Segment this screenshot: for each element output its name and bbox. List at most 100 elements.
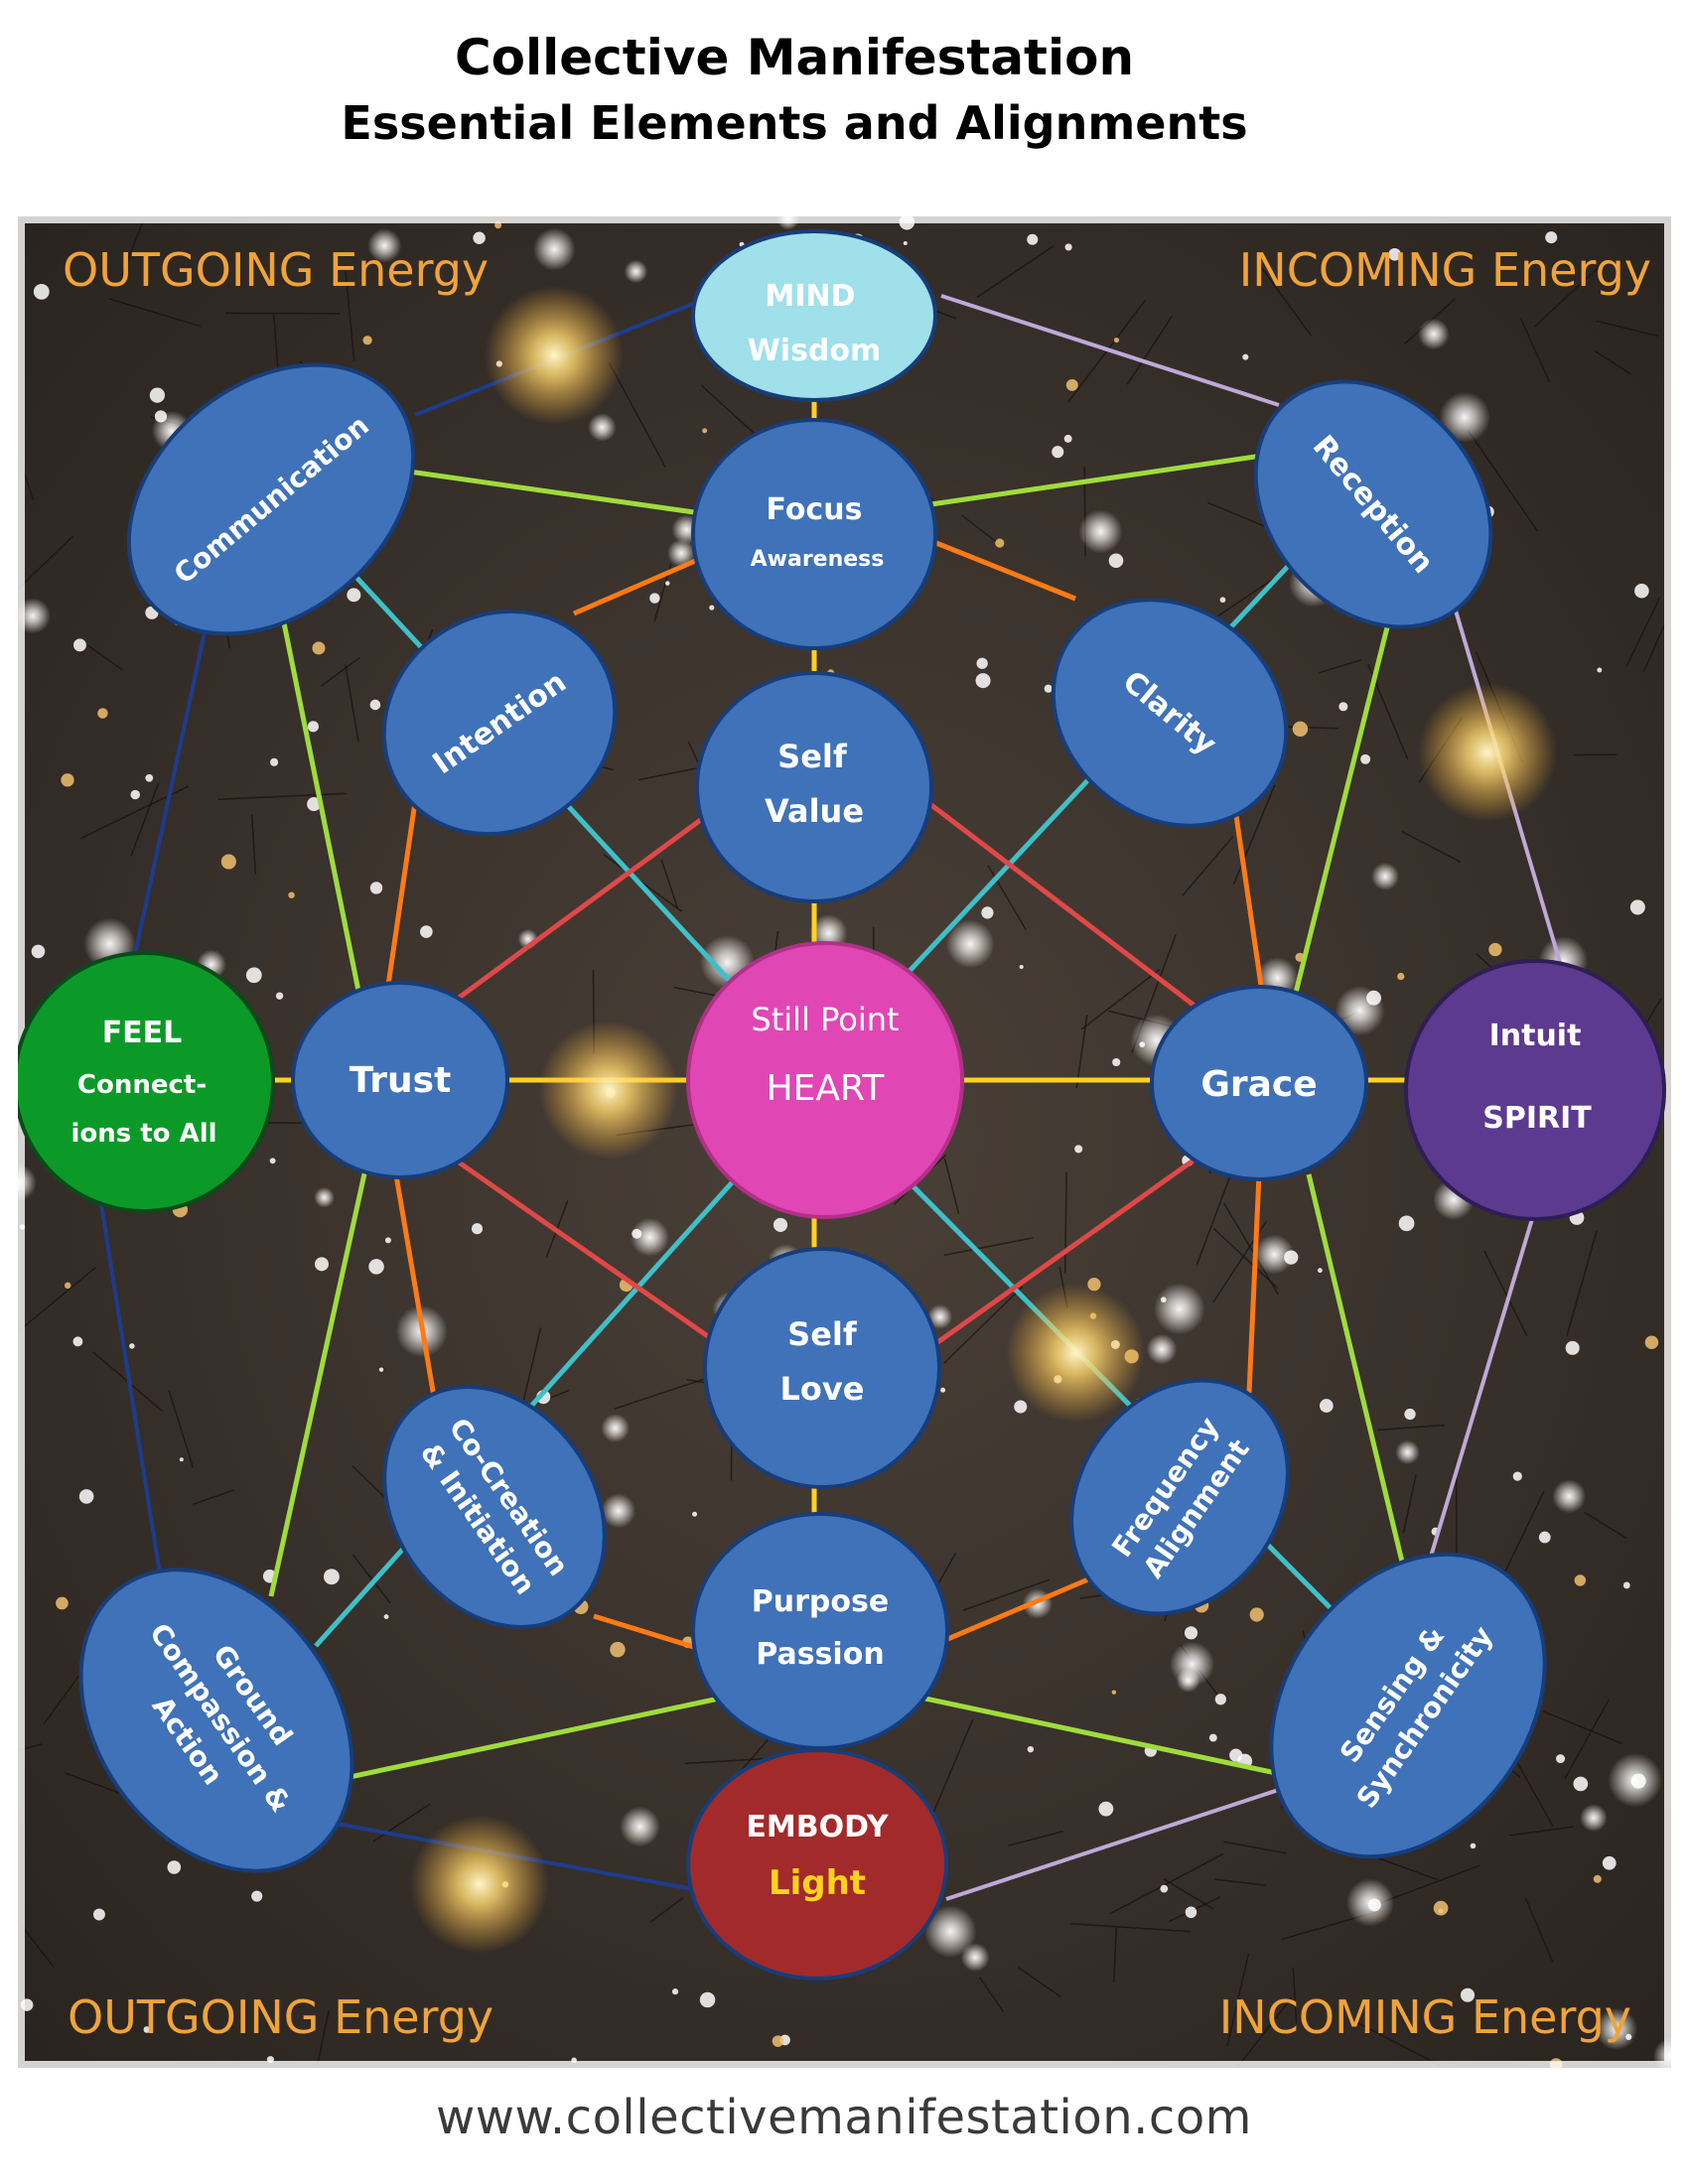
line-grace-frequency: [1246, 1173, 1262, 1394]
line-focus-clarity: [925, 536, 1076, 602]
background-star: [699, 1991, 716, 2008]
background-streak: [121, 218, 145, 276]
background-streak: [1109, 1852, 1224, 1915]
background-streak: [1223, 1841, 1287, 1854]
background-streak: [1594, 349, 1631, 375]
background-star: [649, 593, 660, 604]
background-star: [1552, 1479, 1587, 1514]
node-embody: EMBODY Light: [686, 1748, 948, 1980]
node-heart: Still Point HEART: [686, 941, 964, 1219]
background-star: [945, 919, 995, 969]
background-star: [97, 708, 108, 719]
background-star: [981, 906, 994, 919]
background-star: [1284, 1250, 1299, 1265]
background-star: [368, 1259, 384, 1275]
gold-glow: [1006, 1284, 1145, 1423]
background-streak: [320, 656, 361, 687]
background-star: [620, 1806, 660, 1847]
background-star: [1249, 1607, 1264, 1622]
background-streak: [87, 644, 123, 671]
corner-label-bottom-left: OUTGOING Energy: [68, 1990, 493, 2044]
background-star: [1044, 684, 1053, 693]
background-star: [251, 1890, 263, 1902]
background-star: [1634, 583, 1649, 599]
line-purpose-frequency: [930, 1573, 1096, 1649]
gold-glow: [485, 286, 624, 425]
page-title: Collective Manifestation: [454, 29, 1135, 86]
background-star: [18, 598, 51, 634]
background-star: [692, 1511, 698, 1517]
node-clarity: Clarity: [1051, 598, 1289, 828]
background-star: [245, 967, 262, 984]
node-spirit: Intuit SPIRIT: [1404, 959, 1666, 1221]
background-star: [1074, 1145, 1083, 1154]
background-streak: [926, 1718, 974, 1828]
background-star: [143, 2026, 151, 2033]
background-star: [471, 1223, 484, 1235]
background-star: [314, 1257, 329, 1272]
background-star: [1644, 1335, 1659, 1350]
background-streak: [64, 1772, 123, 1795]
line-clarity-grace: [1231, 801, 1267, 1007]
background-star: [1292, 721, 1309, 737]
background-streak: [1112, 1927, 1118, 1982]
background-star: [1027, 233, 1039, 245]
background-star: [92, 1908, 105, 1921]
node-self-value-line1: Self: [777, 738, 848, 775]
background-star: [149, 387, 166, 403]
background-star: [772, 2035, 784, 2047]
line-intention-trust: [382, 801, 418, 1007]
line-selflove-grace: [900, 1157, 1196, 1371]
background-streak: [987, 865, 1027, 931]
line-feel-communication: [125, 622, 209, 992]
background-streak: [961, 514, 1003, 547]
gold-glow: [539, 1021, 678, 1160]
background-streak: [168, 1390, 195, 1468]
node-frequency: Frequency Alignment: [1069, 1378, 1290, 1616]
background-star: [975, 673, 991, 689]
background-star: [369, 699, 381, 711]
background-streak: [1182, 836, 1234, 896]
background-streak: [1508, 1826, 1574, 1837]
node-heart-line2: HEART: [767, 1068, 886, 1109]
background-streak: [1070, 1922, 1192, 1933]
background-star: [167, 1860, 182, 1874]
node-intention: Intention: [381, 609, 618, 837]
node-focus-line1: Focus: [767, 492, 863, 527]
line-trust-selflove: [453, 1157, 727, 1351]
background-star: [72, 638, 86, 652]
background-star: [1545, 231, 1558, 244]
background-streak: [1401, 830, 1462, 864]
node-feel: FEEL Connect- ions to All: [18, 951, 275, 1213]
background-streak: [193, 1489, 234, 1505]
node-grace: Grace: [1150, 985, 1368, 1181]
line-trust-cocreation: [392, 1168, 438, 1404]
background-streak: [1483, 1250, 1528, 1337]
background-streak: [1126, 316, 1173, 385]
background-star: [664, 581, 670, 586]
background-star: [1418, 318, 1450, 350]
background-streak: [1212, 1228, 1279, 1290]
background-star: [1574, 1574, 1587, 1586]
background-star: [1160, 1884, 1169, 1893]
background-star: [1433, 1900, 1449, 1916]
background-streak: [660, 859, 678, 908]
background-star: [78, 1489, 94, 1504]
background-star: [702, 428, 708, 434]
background-star: [1052, 446, 1064, 459]
background-star: [1597, 667, 1603, 673]
background-star: [145, 773, 154, 782]
line-ground-purpose: [335, 1693, 734, 1783]
background-streak: [18, 535, 73, 591]
node-feel-line3: ions to All: [70, 1119, 216, 1149]
background-streak: [1524, 1897, 1554, 1963]
background-streak: [1235, 1996, 1293, 2068]
node-sensing: Sensing & Synchronicity: [1269, 1552, 1547, 1859]
background-star: [1360, 753, 1371, 764]
corner-label-top-left: OUTGOING Energy: [63, 243, 489, 297]
background-streak: [962, 1578, 1051, 1611]
page-subtitle: Essential Elements and Alignments: [341, 96, 1248, 150]
background-streak: [1196, 1168, 1234, 1265]
background-streak: [1625, 596, 1661, 668]
background-star: [1579, 1804, 1608, 1833]
